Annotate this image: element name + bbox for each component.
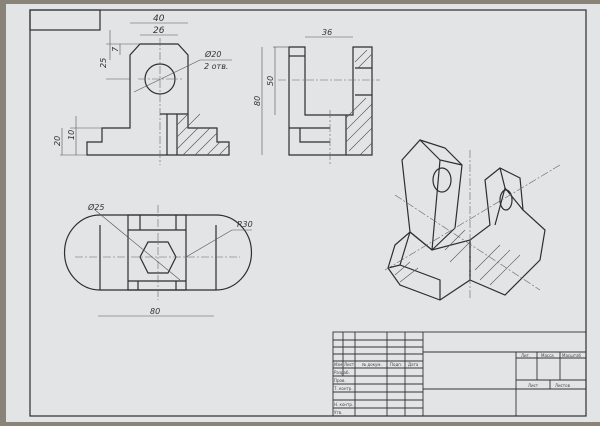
hole-label: Ø20 (204, 49, 221, 59)
dim-slot-width: 36 (322, 28, 332, 37)
header-izm: Изм. (334, 362, 343, 367)
dim-slot-depth: 50 (266, 76, 275, 86)
header-sign: Подп. (390, 362, 402, 367)
mass-label: Масса (541, 353, 554, 358)
row-developer: Разраб. (334, 370, 350, 375)
dim-step: 10 (67, 130, 76, 140)
dim-height: 80 (253, 96, 262, 106)
title-block: Изм. Лист № докум. Подп. Дата Разраб. Пр… (332, 331, 587, 417)
dim-radius: R30 (237, 220, 253, 229)
sheet-label: Лист (528, 383, 539, 388)
dim-chamfer: 7 (111, 46, 120, 52)
lit-label: Лит. (521, 353, 530, 358)
dim-top: 26 (153, 26, 165, 36)
row-checked: Пров. (334, 378, 346, 383)
corner-box (29, 9, 101, 31)
top-view: Ø25 R30 80 (63, 202, 253, 317)
dim-length: 80 (150, 307, 160, 316)
side-view: 36 50 80 (253, 28, 380, 165)
header-date: Дата (408, 362, 419, 367)
dim-width: 40 (153, 14, 165, 24)
sheets-label: Листов (555, 383, 571, 388)
row-norm-control: Н. контр. (334, 402, 353, 407)
isometric-view (384, 139, 561, 301)
front-view: 40 26 7 25 10 20 Ø20 2 отв. (53, 14, 232, 165)
paper (6, 4, 600, 422)
row-approved: Утв. (334, 410, 342, 415)
scale-label: Масштаб (562, 353, 582, 358)
dim-hole-height: 25 (99, 58, 108, 68)
header-list: Лист (344, 362, 355, 367)
drawing-frame (29, 9, 587, 417)
dim-base: 20 (53, 136, 62, 146)
hole-count: 2 отв. (204, 62, 228, 71)
row-tech-control: Т. контр. (333, 386, 353, 391)
dim-hex: Ø25 (87, 202, 104, 212)
header-doc: № докум. (362, 362, 382, 367)
